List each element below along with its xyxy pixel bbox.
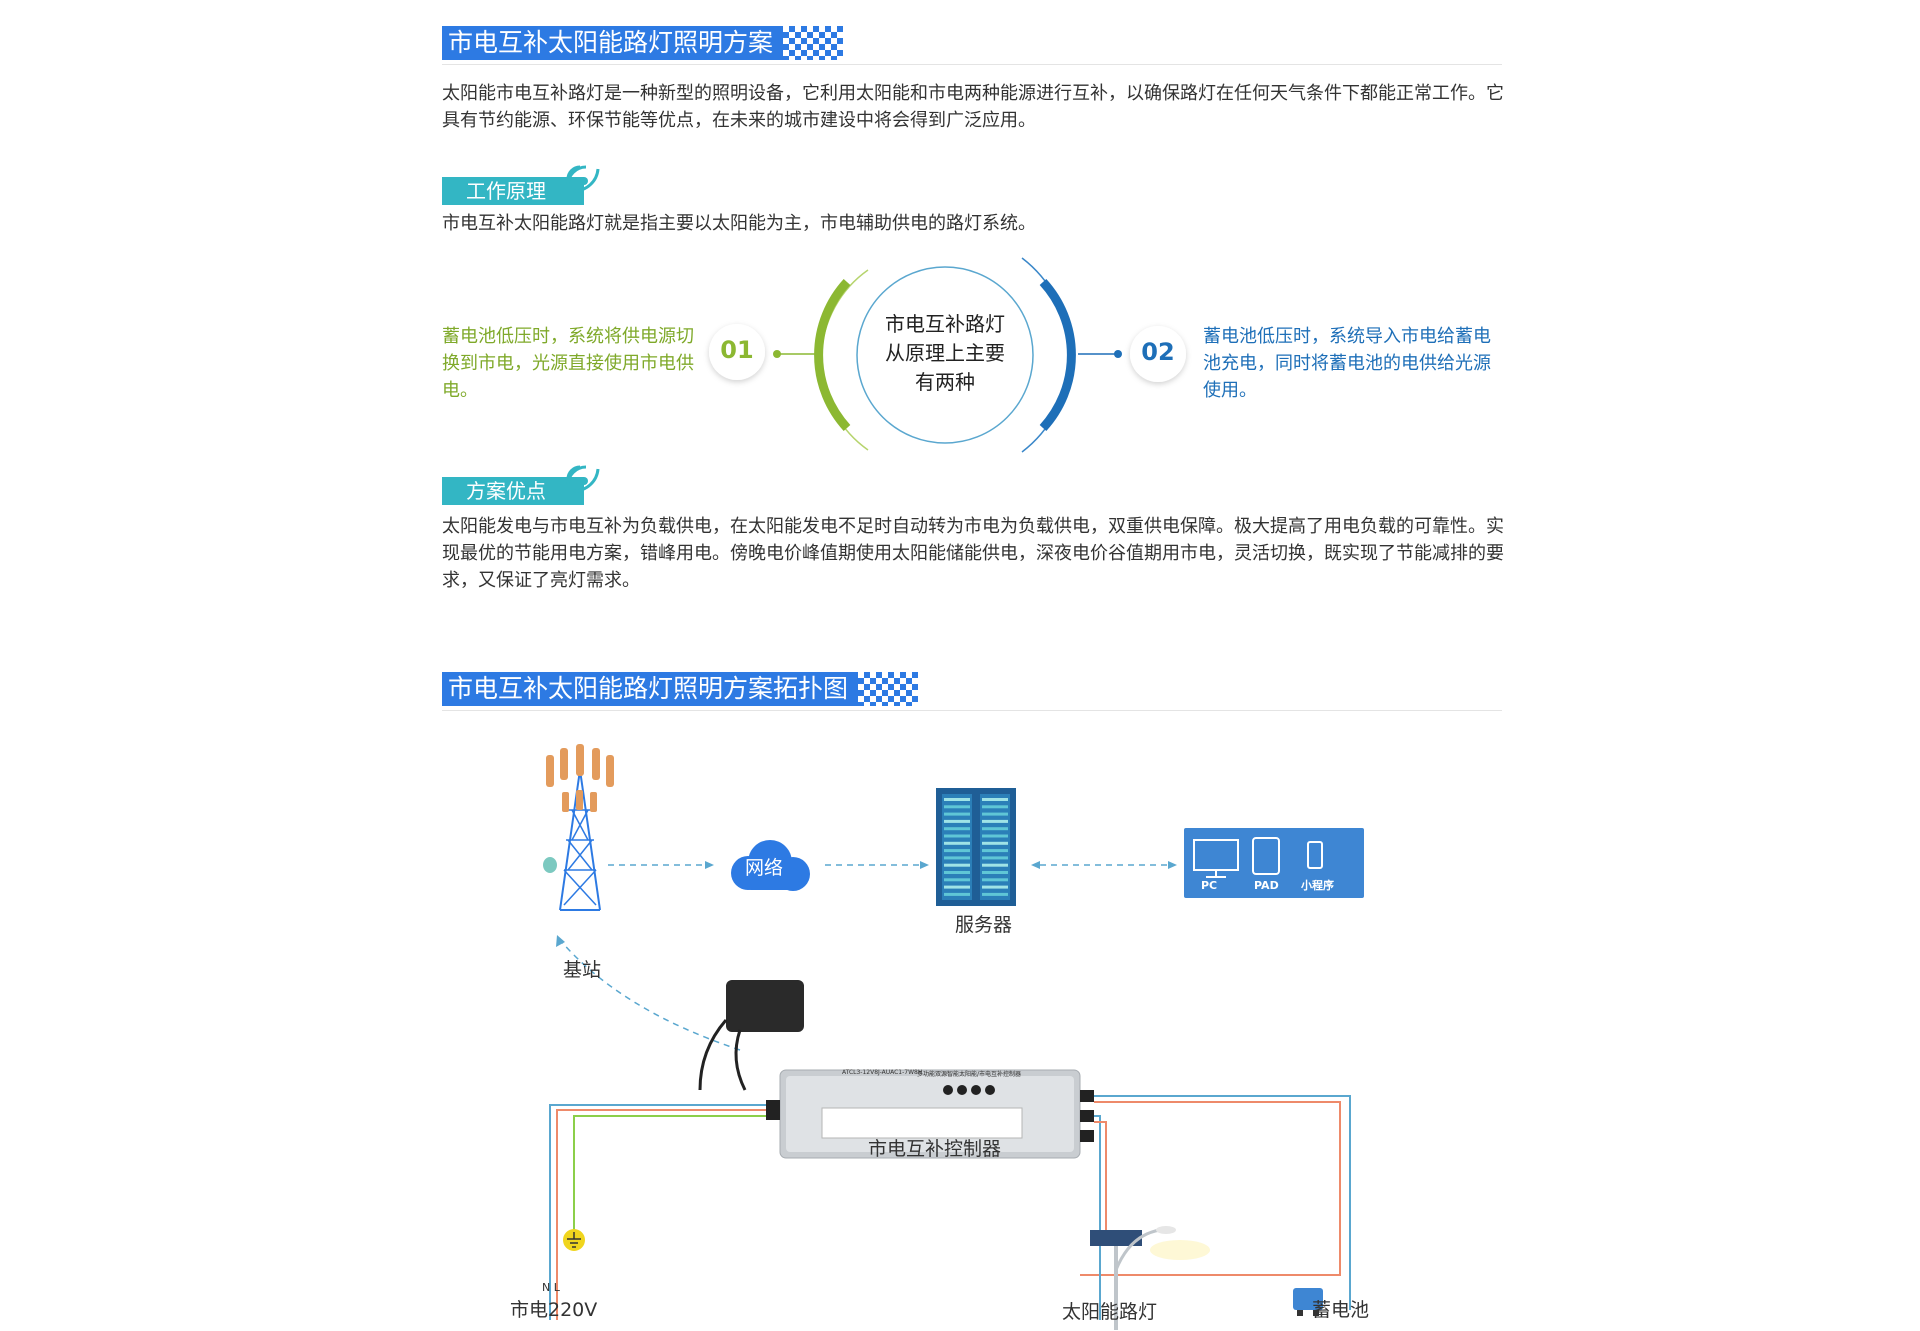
server-slot bbox=[944, 819, 970, 823]
street-light-icon bbox=[1090, 1226, 1210, 1330]
device-pc-label: PC bbox=[1201, 879, 1218, 892]
network-label: 网络 bbox=[745, 857, 784, 879]
signal-wave-icon bbox=[566, 465, 600, 493]
server-slot bbox=[982, 892, 1008, 896]
controller-label: 市电互补控制器 bbox=[868, 1138, 1002, 1160]
principle-item-2-text: 蓄电池低压时，系统导入市电给蓄电池充电，同时将蓄电池的电供给光源使用。 bbox=[1203, 326, 1491, 401]
base-station-label: 基站 bbox=[563, 959, 602, 981]
principle-badge-02: 02 bbox=[1141, 338, 1175, 366]
advantages-paragraph: 太阳能发电与市电互补为负载供电，在太阳能发电不足时自动转为市电为负载供电，双重供… bbox=[442, 516, 1504, 591]
server-slot bbox=[982, 856, 1008, 860]
server-slot bbox=[982, 878, 1008, 882]
battery-icon bbox=[1293, 1288, 1323, 1316]
section-title: 市电互补太阳能路灯照明方案拓扑图 bbox=[442, 672, 859, 706]
nl-label: N L bbox=[542, 1281, 560, 1294]
server-slot bbox=[944, 871, 970, 874]
cloud-icon bbox=[731, 840, 810, 891]
center-line-1: 市电互补路灯 bbox=[885, 312, 1005, 336]
principle-badge-01: 01 bbox=[720, 336, 754, 364]
battery-label: 蓄电池 bbox=[1312, 1299, 1370, 1321]
server-slot bbox=[982, 798, 1008, 801]
topology-diagram bbox=[543, 744, 1364, 1330]
server-slot bbox=[982, 805, 1008, 809]
server-slot bbox=[944, 849, 970, 853]
server-slot bbox=[944, 863, 970, 867]
intro-paragraph: 太阳能市电互补路灯是一种新型的照明设备，它利用太阳能和市电两种能源进行互补，以确… bbox=[442, 83, 1504, 131]
server-slot bbox=[982, 834, 1008, 838]
device-miniapp-label: 小程序 bbox=[1301, 879, 1334, 892]
server-slot bbox=[944, 827, 970, 831]
advantages-heading: 方案优点 bbox=[442, 477, 584, 505]
controller-device bbox=[766, 1069, 1094, 1159]
server-slot bbox=[944, 885, 970, 889]
title-divider bbox=[442, 710, 1502, 711]
center-line-3: 有两种 bbox=[915, 370, 975, 394]
server-slot bbox=[982, 819, 1008, 823]
principle-item-1-text: 蓄电池低压时，系统将供电源切换到市电，光源直接使用市电供电。 bbox=[442, 326, 694, 401]
principle-diagram bbox=[709, 257, 1186, 453]
server-slot bbox=[944, 834, 970, 838]
mains-label: 市电220V bbox=[510, 1299, 598, 1321]
server-slot bbox=[982, 827, 1008, 831]
controller-subtitle-label: 多功能双源智能太阳能/市电互补控制器 bbox=[917, 1071, 1022, 1078]
server-slot bbox=[982, 863, 1008, 867]
device-pad-label: PAD bbox=[1254, 879, 1279, 892]
checker-decoration bbox=[783, 26, 844, 60]
section-title-bar: 市电互补太阳能路灯照明方案拓扑图 bbox=[442, 672, 919, 706]
tower-icon bbox=[543, 744, 614, 911]
monitor-icon bbox=[1193, 839, 1239, 878]
server-slot bbox=[982, 849, 1008, 853]
server-slot bbox=[982, 871, 1008, 874]
title-divider bbox=[442, 64, 1502, 65]
tablet-icon bbox=[1252, 837, 1280, 875]
section-title: 市电互补太阳能路灯照明方案 bbox=[442, 26, 784, 60]
server-slots bbox=[944, 798, 1008, 896]
server-slot bbox=[982, 812, 1008, 816]
center-line-2: 从原理上主要 bbox=[885, 341, 1005, 365]
signal-wave-icon bbox=[566, 165, 600, 193]
phone-icon bbox=[1307, 841, 1323, 869]
principle-description: 市电互补太阳能路灯就是指主要以太阳能为主，市电辅助供电的路灯系统。 bbox=[442, 213, 1036, 234]
server-slot bbox=[944, 798, 970, 801]
principle-heading: 工作原理 bbox=[442, 177, 584, 205]
server-slot bbox=[944, 805, 970, 809]
server-slot bbox=[944, 878, 970, 882]
wifi-module bbox=[698, 980, 804, 1091]
checker-decoration bbox=[858, 672, 919, 706]
server-slot bbox=[944, 892, 970, 896]
server-label: 服务器 bbox=[955, 914, 1013, 936]
server-slot bbox=[944, 856, 970, 860]
controller-model-label: ATCL3-12V8J-AUAC1-7W8H bbox=[842, 1069, 923, 1076]
server-slot bbox=[944, 841, 970, 845]
server-slot bbox=[982, 841, 1008, 845]
ground-icon bbox=[563, 1229, 585, 1251]
street-light-label: 太阳能路灯 bbox=[1062, 1301, 1158, 1323]
principle-center-text: 市电互补路灯 从原理上主要 有两种 bbox=[857, 310, 1033, 397]
server-slot bbox=[982, 885, 1008, 889]
server-slot bbox=[944, 812, 970, 816]
section-title-bar: 市电互补太阳能路灯照明方案 bbox=[442, 26, 844, 60]
